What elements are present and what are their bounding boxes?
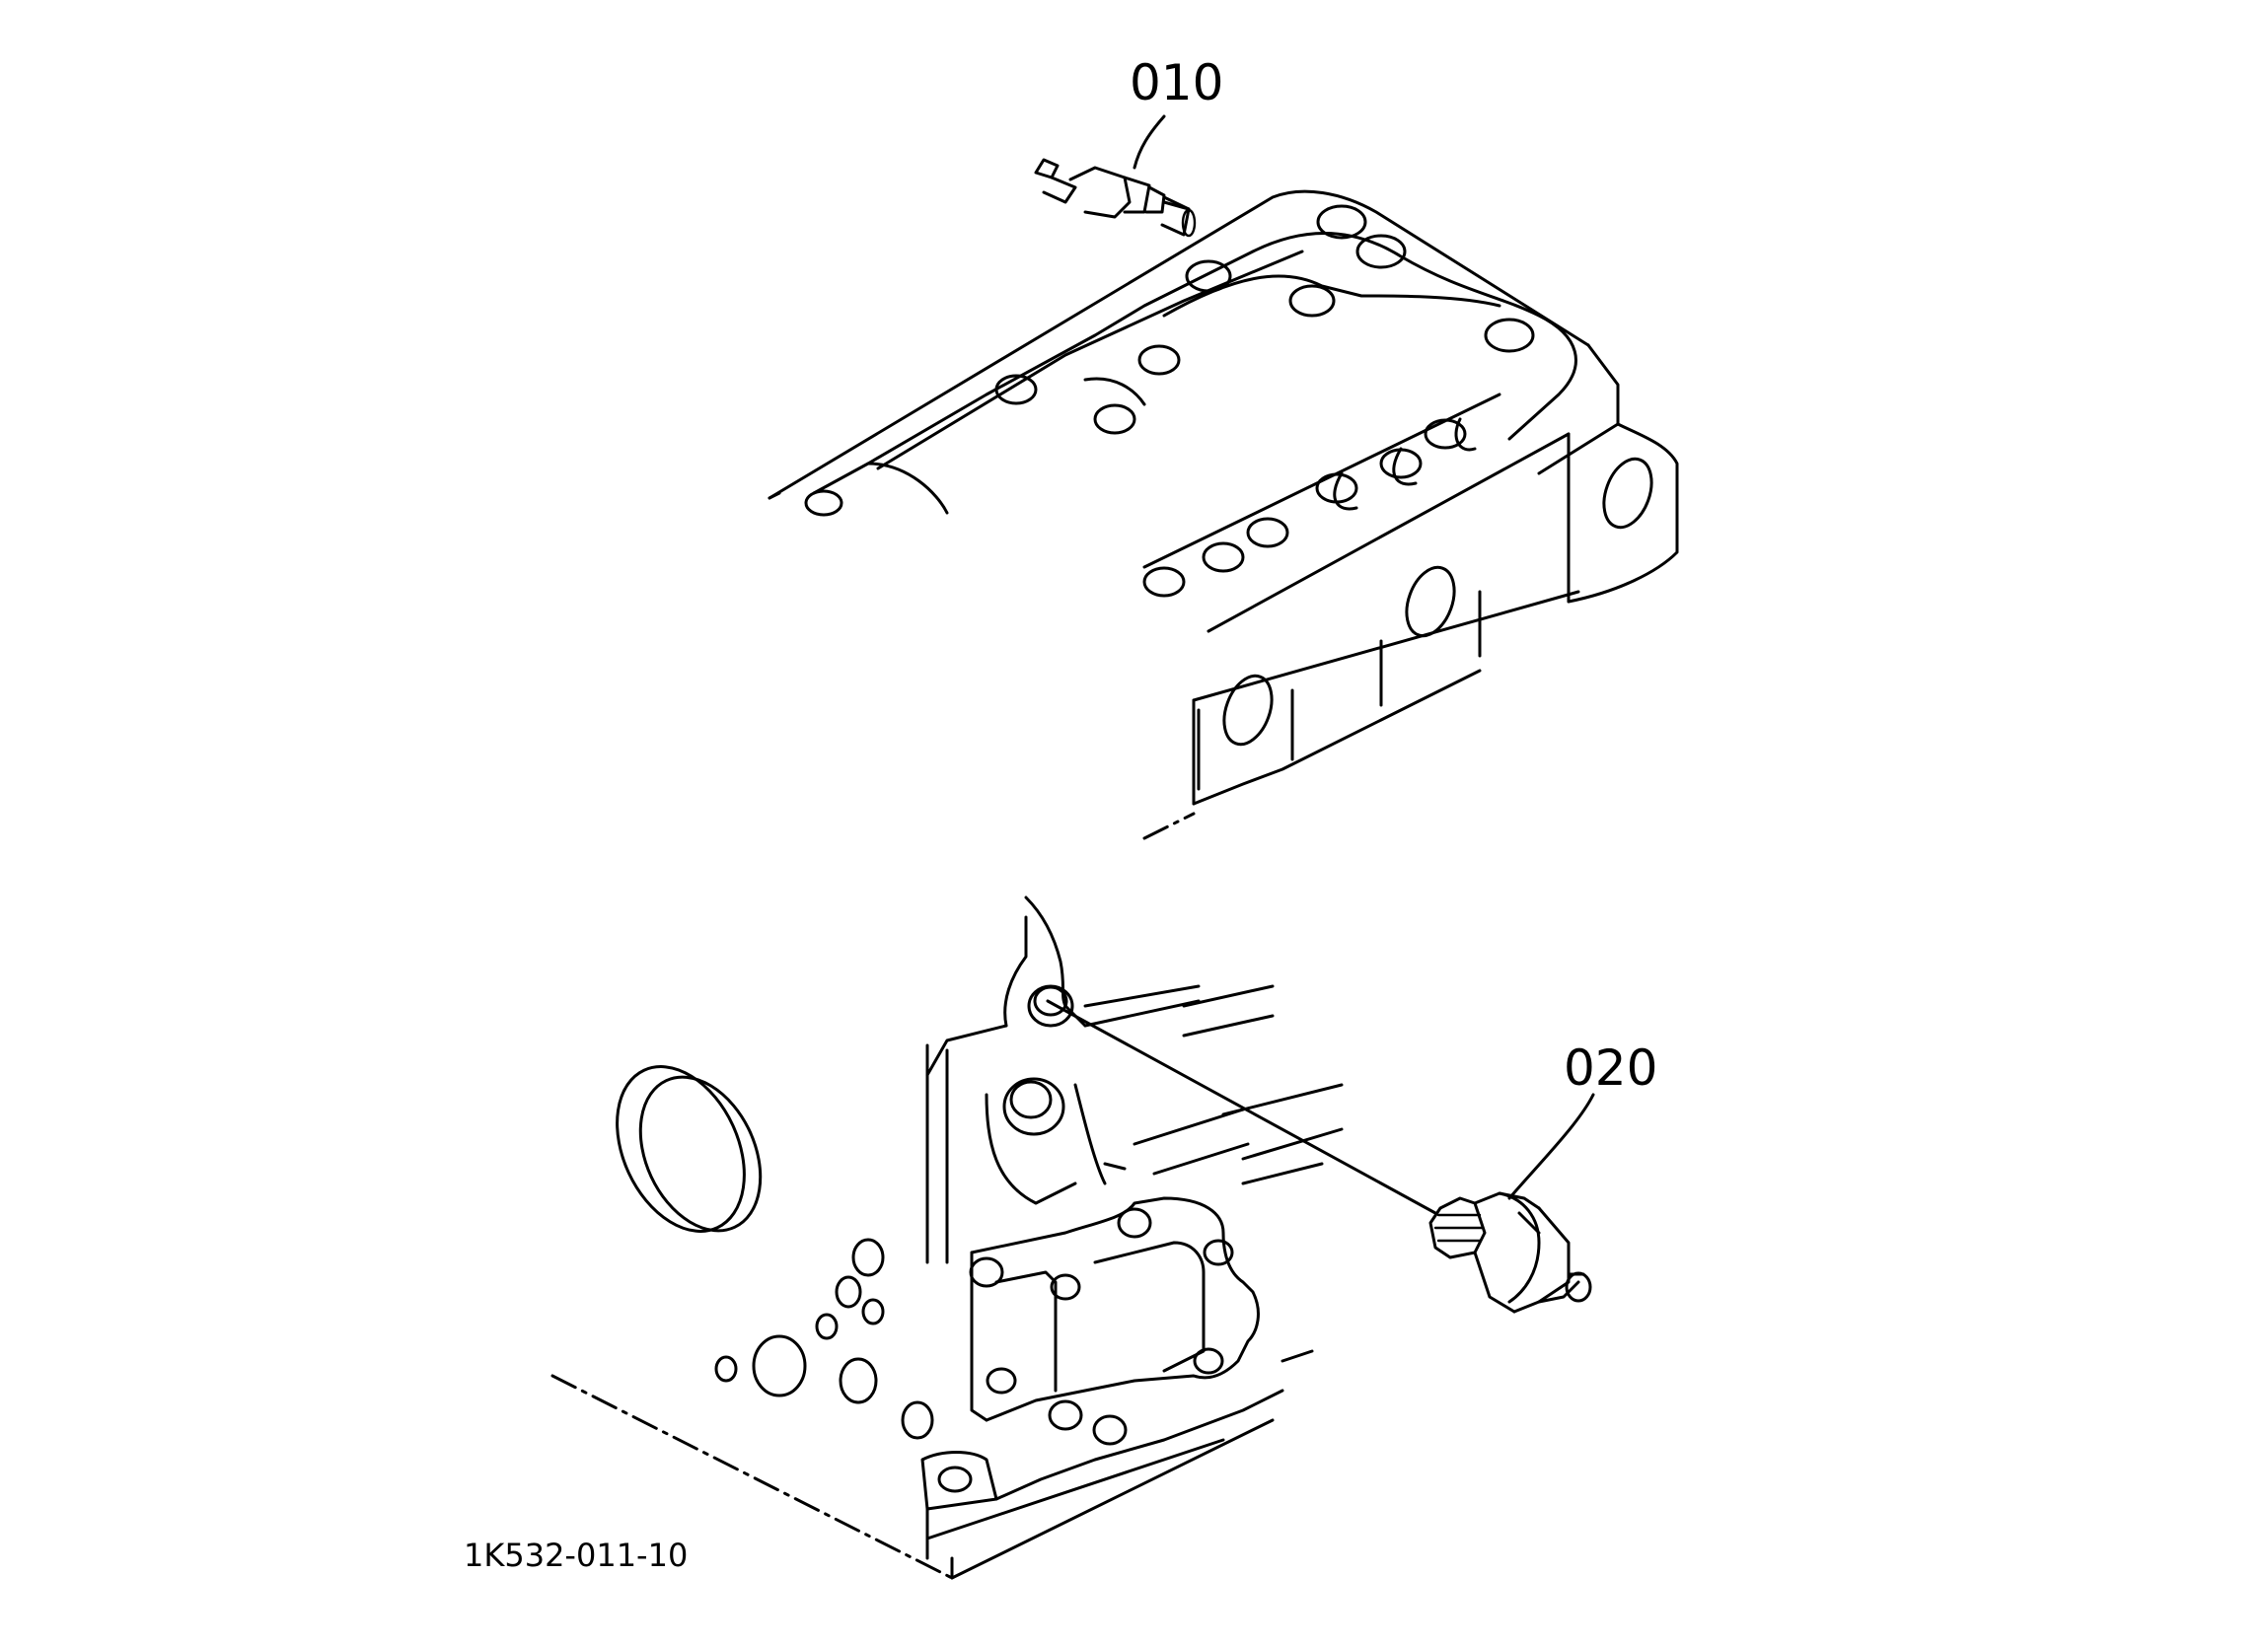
part-010-sensor-drawing — [1034, 158, 1197, 238]
callout-020-label: 020 — [1564, 1039, 1657, 1097]
cylinder-head-drawing — [768, 189, 1679, 840]
leader-line-020 — [1046, 999, 1437, 1215]
cylinder-block-drawing — [550, 895, 1344, 1580]
reference-code: 1K532-011-10 — [464, 1537, 688, 1574]
callout-010-label: 010 — [1130, 54, 1223, 111]
callout-020: 020 — [1507, 1039, 1657, 1200]
callout-010: 010 — [1130, 54, 1223, 170]
part-020-switch-drawing — [1428, 1191, 1592, 1314]
